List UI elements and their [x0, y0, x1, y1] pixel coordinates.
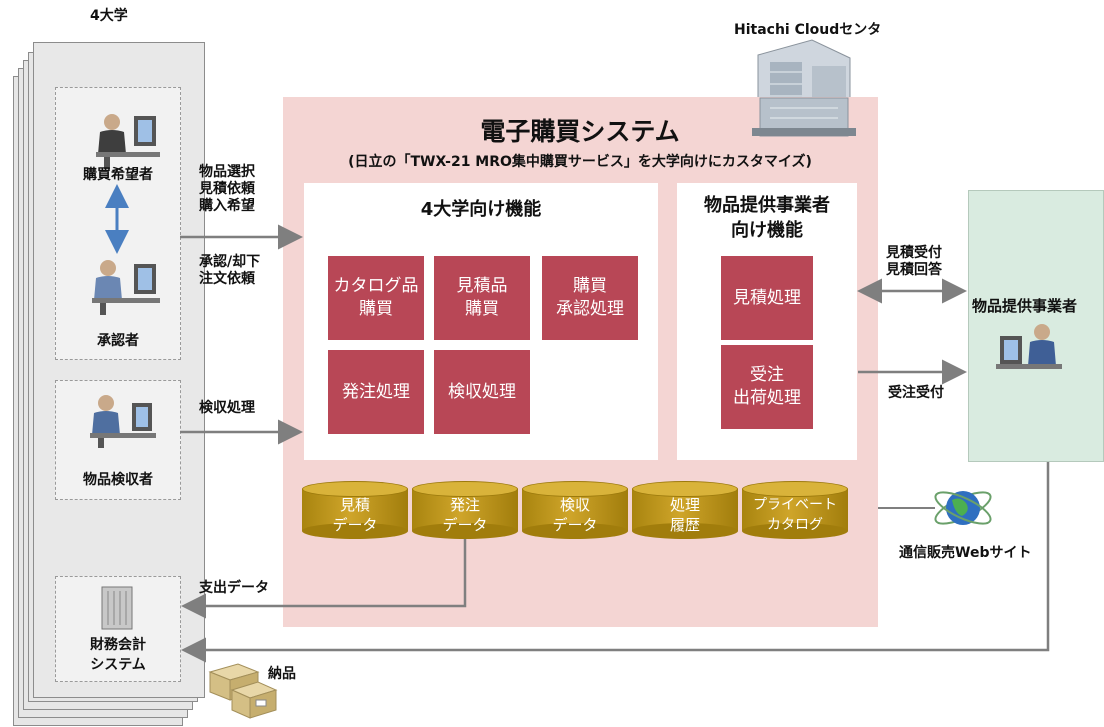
supplier-label: 物品提供事業者	[972, 297, 1078, 315]
accounting-box: 財務会計 システム	[55, 576, 181, 682]
order-function: 発注処理	[328, 350, 424, 434]
approval-label: 承認/却下 注文依頼	[199, 254, 261, 287]
delivery-label: 納品	[268, 666, 296, 682]
history-database-label: 処理 履歴	[669, 496, 700, 534]
approval-function: 購買 承認処理	[542, 256, 638, 340]
server-icon	[101, 586, 133, 630]
order-label: 受注受付	[888, 385, 944, 401]
accounting-label: 財務会計 システム	[90, 637, 146, 673]
private-catalog-database-label: プライベート カタログ	[753, 497, 837, 533]
expense-label: 支出データ	[199, 580, 269, 596]
supplier-panel-title: 物品提供事業者 向け機能	[704, 195, 830, 241]
expense-arrow	[181, 539, 467, 619]
order-shipping-function: 受注 出荷処理	[721, 345, 813, 429]
catalog-purchase-function: カタログ品 購買	[328, 256, 424, 340]
approver-icon	[92, 260, 160, 315]
quote-purchase-function: 見積品 購買	[434, 256, 530, 340]
inspector-label: 物品検収者	[83, 472, 153, 488]
inspection-function: 検収処理	[434, 350, 530, 434]
order-database: 発注 データ	[412, 481, 518, 539]
quote-database: 見積 データ	[302, 481, 408, 539]
request-label: 物品選択 見積依頼 購入希望	[199, 164, 255, 214]
inspection-label: 検収処理	[199, 400, 255, 416]
inspection-database: 検収 データ	[522, 481, 628, 539]
history-database: 処理 履歴	[632, 481, 738, 539]
quote-label: 見積受付 見積回答	[886, 245, 942, 278]
university-title: 4大学	[90, 8, 128, 24]
system-subtitle: (日立の「TWX-21 MRO集中購買サービス」を大学向けにカスタマイズ)	[348, 154, 812, 170]
univ-panel-title: 4大学向け機能	[420, 199, 542, 220]
quote-function: 見積処理	[721, 256, 813, 340]
inspector-icon	[90, 395, 156, 448]
web-site-label: 通信販売Webサイト	[899, 545, 1032, 561]
order-database-label: 発注 データ	[442, 496, 488, 534]
quote-database-label: 見積 データ	[332, 496, 378, 534]
inspector-box: 物品検収者	[55, 380, 181, 500]
private-catalog-database: プライベート カタログ	[742, 481, 848, 539]
requester-label: 購買希望者	[83, 167, 153, 183]
supplier-box	[968, 190, 1104, 462]
approver-label: 承認者	[97, 333, 139, 349]
system-title: 電子購買システム	[480, 117, 680, 146]
cloud-center-label: Hitachi Cloudセンタ	[734, 22, 882, 38]
delivery-arrow	[181, 462, 1050, 663]
inspection-database-label: 検収 データ	[552, 496, 598, 534]
requester-icon	[96, 114, 160, 169]
